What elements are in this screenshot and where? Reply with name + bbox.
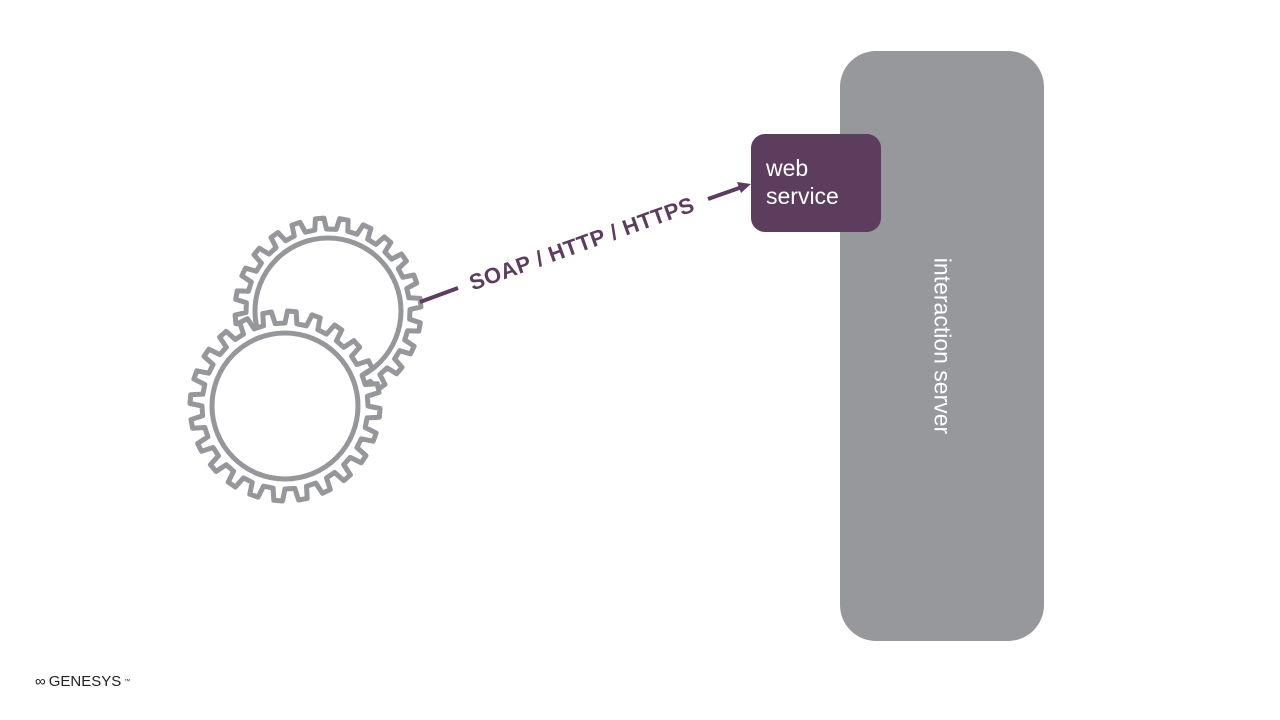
gear-icon xyxy=(187,308,383,504)
web-service-label-line2: service xyxy=(766,183,839,209)
web-service-label-line1: web xyxy=(766,155,809,181)
arrow-head-icon xyxy=(737,182,751,193)
connector-line xyxy=(419,286,459,304)
web-service-box: web service xyxy=(751,134,881,232)
genesys-logo-icon: ∞ xyxy=(35,673,46,690)
connector-line xyxy=(707,185,743,201)
genesys-logo-text: GENESYS xyxy=(48,673,122,690)
gear-inner-ring xyxy=(209,330,361,482)
